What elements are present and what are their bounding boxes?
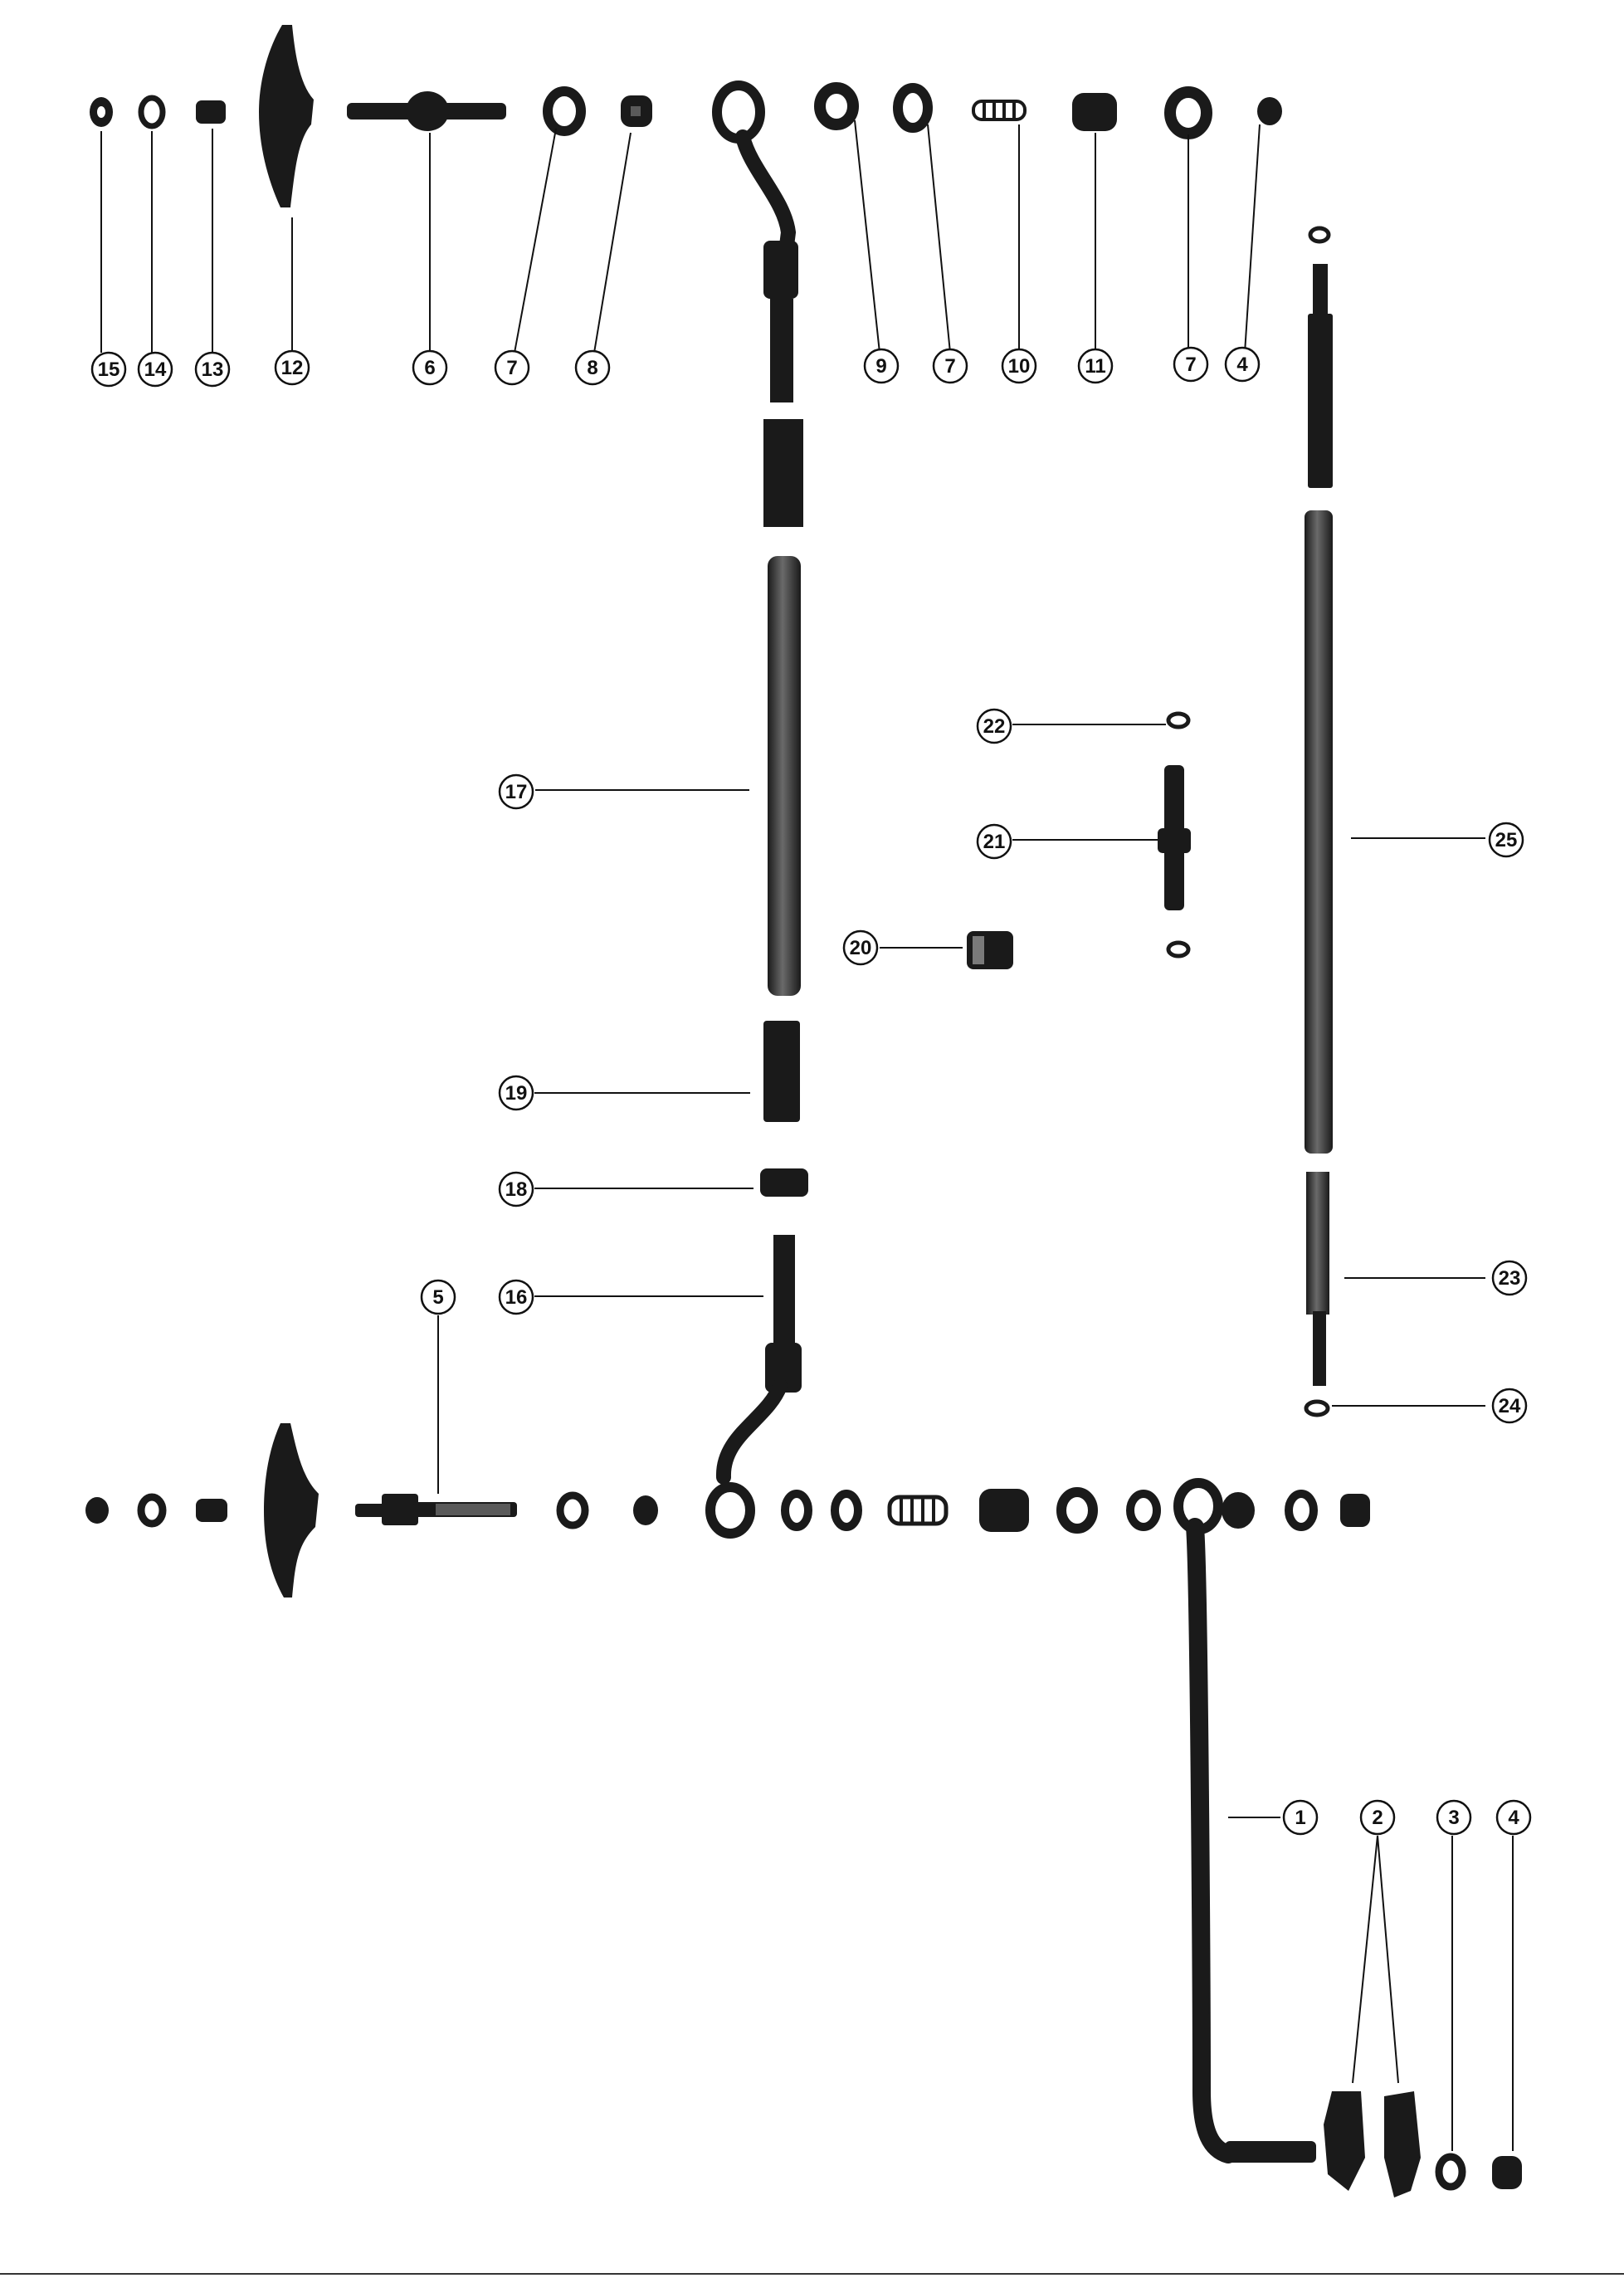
part-ring: [1166, 940, 1191, 959]
part-rod-end: [1306, 1172, 1329, 1315]
right-rod-column: [1304, 226, 1333, 1417]
part-sleeve: [763, 419, 803, 527]
callout-18: 18: [498, 1171, 534, 1207]
callout-11: 11: [1077, 348, 1114, 384]
callout-4: 4: [1495, 1799, 1532, 1836]
part-stud: [355, 1494, 517, 1525]
part-washer: [543, 86, 586, 136]
svg-text:22: 22: [983, 715, 1006, 738]
svg-text:9: 9: [875, 355, 886, 378]
svg-text:4: 4: [1236, 354, 1248, 376]
leader-lines: [100, 120, 1514, 2151]
part-washer: [893, 83, 933, 133]
svg-text:21: 21: [983, 831, 1006, 853]
part-handle: [259, 25, 314, 207]
part-spring: [887, 1495, 949, 1526]
svg-text:15: 15: [98, 359, 120, 381]
svg-text:13: 13: [202, 359, 224, 381]
callout-1: 1: [1282, 1799, 1319, 1836]
callout-19: 19: [498, 1075, 534, 1111]
callout-10: 10: [1001, 348, 1037, 384]
part-sleeve: [763, 1021, 800, 1122]
svg-text:23: 23: [1499, 1267, 1521, 1290]
lower-link: [705, 1235, 802, 1539]
svg-text:25: 25: [1495, 829, 1518, 851]
callout-17: 17: [498, 773, 534, 810]
part-clevis: [1324, 2091, 1421, 2198]
callout-24: 24: [1491, 1388, 1528, 1424]
callout-25: 25: [1488, 822, 1524, 858]
svg-text:8: 8: [587, 357, 597, 379]
callout-7: 7: [932, 348, 968, 384]
callout-8: 8: [574, 349, 611, 386]
callout-16: 16: [498, 1279, 534, 1315]
svg-text:10: 10: [1008, 355, 1031, 378]
part-bushing: [760, 1168, 808, 1197]
part-pin: [1158, 765, 1191, 910]
svg-text:7: 7: [1185, 354, 1196, 376]
svg-text:19: 19: [505, 1082, 528, 1105]
callout-7: 7: [494, 349, 530, 386]
part-washer: [1164, 86, 1212, 139]
callout-15: 15: [90, 351, 127, 388]
part-bushing: [967, 931, 1013, 969]
part-washer: [814, 82, 859, 130]
svg-text:16: 16: [505, 1286, 528, 1309]
callout-9: 9: [863, 348, 900, 384]
part-nut: [196, 100, 226, 124]
callout-7: 7: [1173, 346, 1209, 383]
svg-text:7: 7: [944, 355, 955, 378]
svg-text:11: 11: [1085, 355, 1105, 378]
part-nut: [1257, 97, 1282, 125]
callout-5: 5: [420, 1279, 456, 1315]
svg-text:5: 5: [432, 1286, 443, 1309]
part-handle: [264, 1423, 319, 1598]
upper-link: [712, 80, 798, 402]
svg-text:2: 2: [1372, 1807, 1383, 1829]
callout-6: 6: [412, 349, 448, 386]
svg-text:4: 4: [1508, 1807, 1519, 1829]
callouts: 15 14 13 12 6 7 8 9 7 10 11 7 4 17 22 21…: [90, 346, 1532, 1836]
part-shaft: [347, 91, 506, 131]
svg-text:18: 18: [505, 1178, 528, 1201]
top-assembly-row: [90, 25, 1282, 207]
svg-text:24: 24: [1499, 1395, 1521, 1417]
callout-14: 14: [137, 351, 173, 388]
part-washer: [138, 95, 166, 129]
callout-13: 13: [194, 351, 231, 388]
part-tube: [768, 556, 801, 996]
svg-text:20: 20: [850, 937, 872, 959]
part-rod: [1305, 510, 1333, 1154]
part-ring: [1166, 711, 1191, 729]
callout-21: 21: [976, 823, 1012, 860]
svg-text:14: 14: [144, 359, 167, 381]
svg-text:12: 12: [281, 357, 304, 379]
bottom-assembly-row: [85, 1423, 1370, 1598]
svg-text:3: 3: [1448, 1807, 1459, 1829]
crank-rod: [1173, 1478, 1316, 2163]
part-bushing: [1072, 93, 1117, 131]
part-spring: [972, 100, 1027, 121]
callout-22: 22: [976, 708, 1012, 744]
svg-text:1: 1: [1295, 1807, 1305, 1829]
callout-23: 23: [1491, 1260, 1528, 1296]
callout-12: 12: [274, 349, 310, 386]
part-ring: [1304, 1399, 1330, 1417]
part-washer: [1435, 2153, 1466, 2191]
svg-text:7: 7: [506, 357, 517, 379]
callout-4: 4: [1224, 346, 1261, 383]
callout-2: 2: [1359, 1799, 1396, 1836]
callout-20: 20: [842, 929, 879, 966]
svg-text:6: 6: [424, 357, 435, 379]
part-nut: [1492, 2156, 1522, 2189]
callout-3: 3: [1436, 1799, 1472, 1836]
svg-text:17: 17: [505, 781, 528, 803]
